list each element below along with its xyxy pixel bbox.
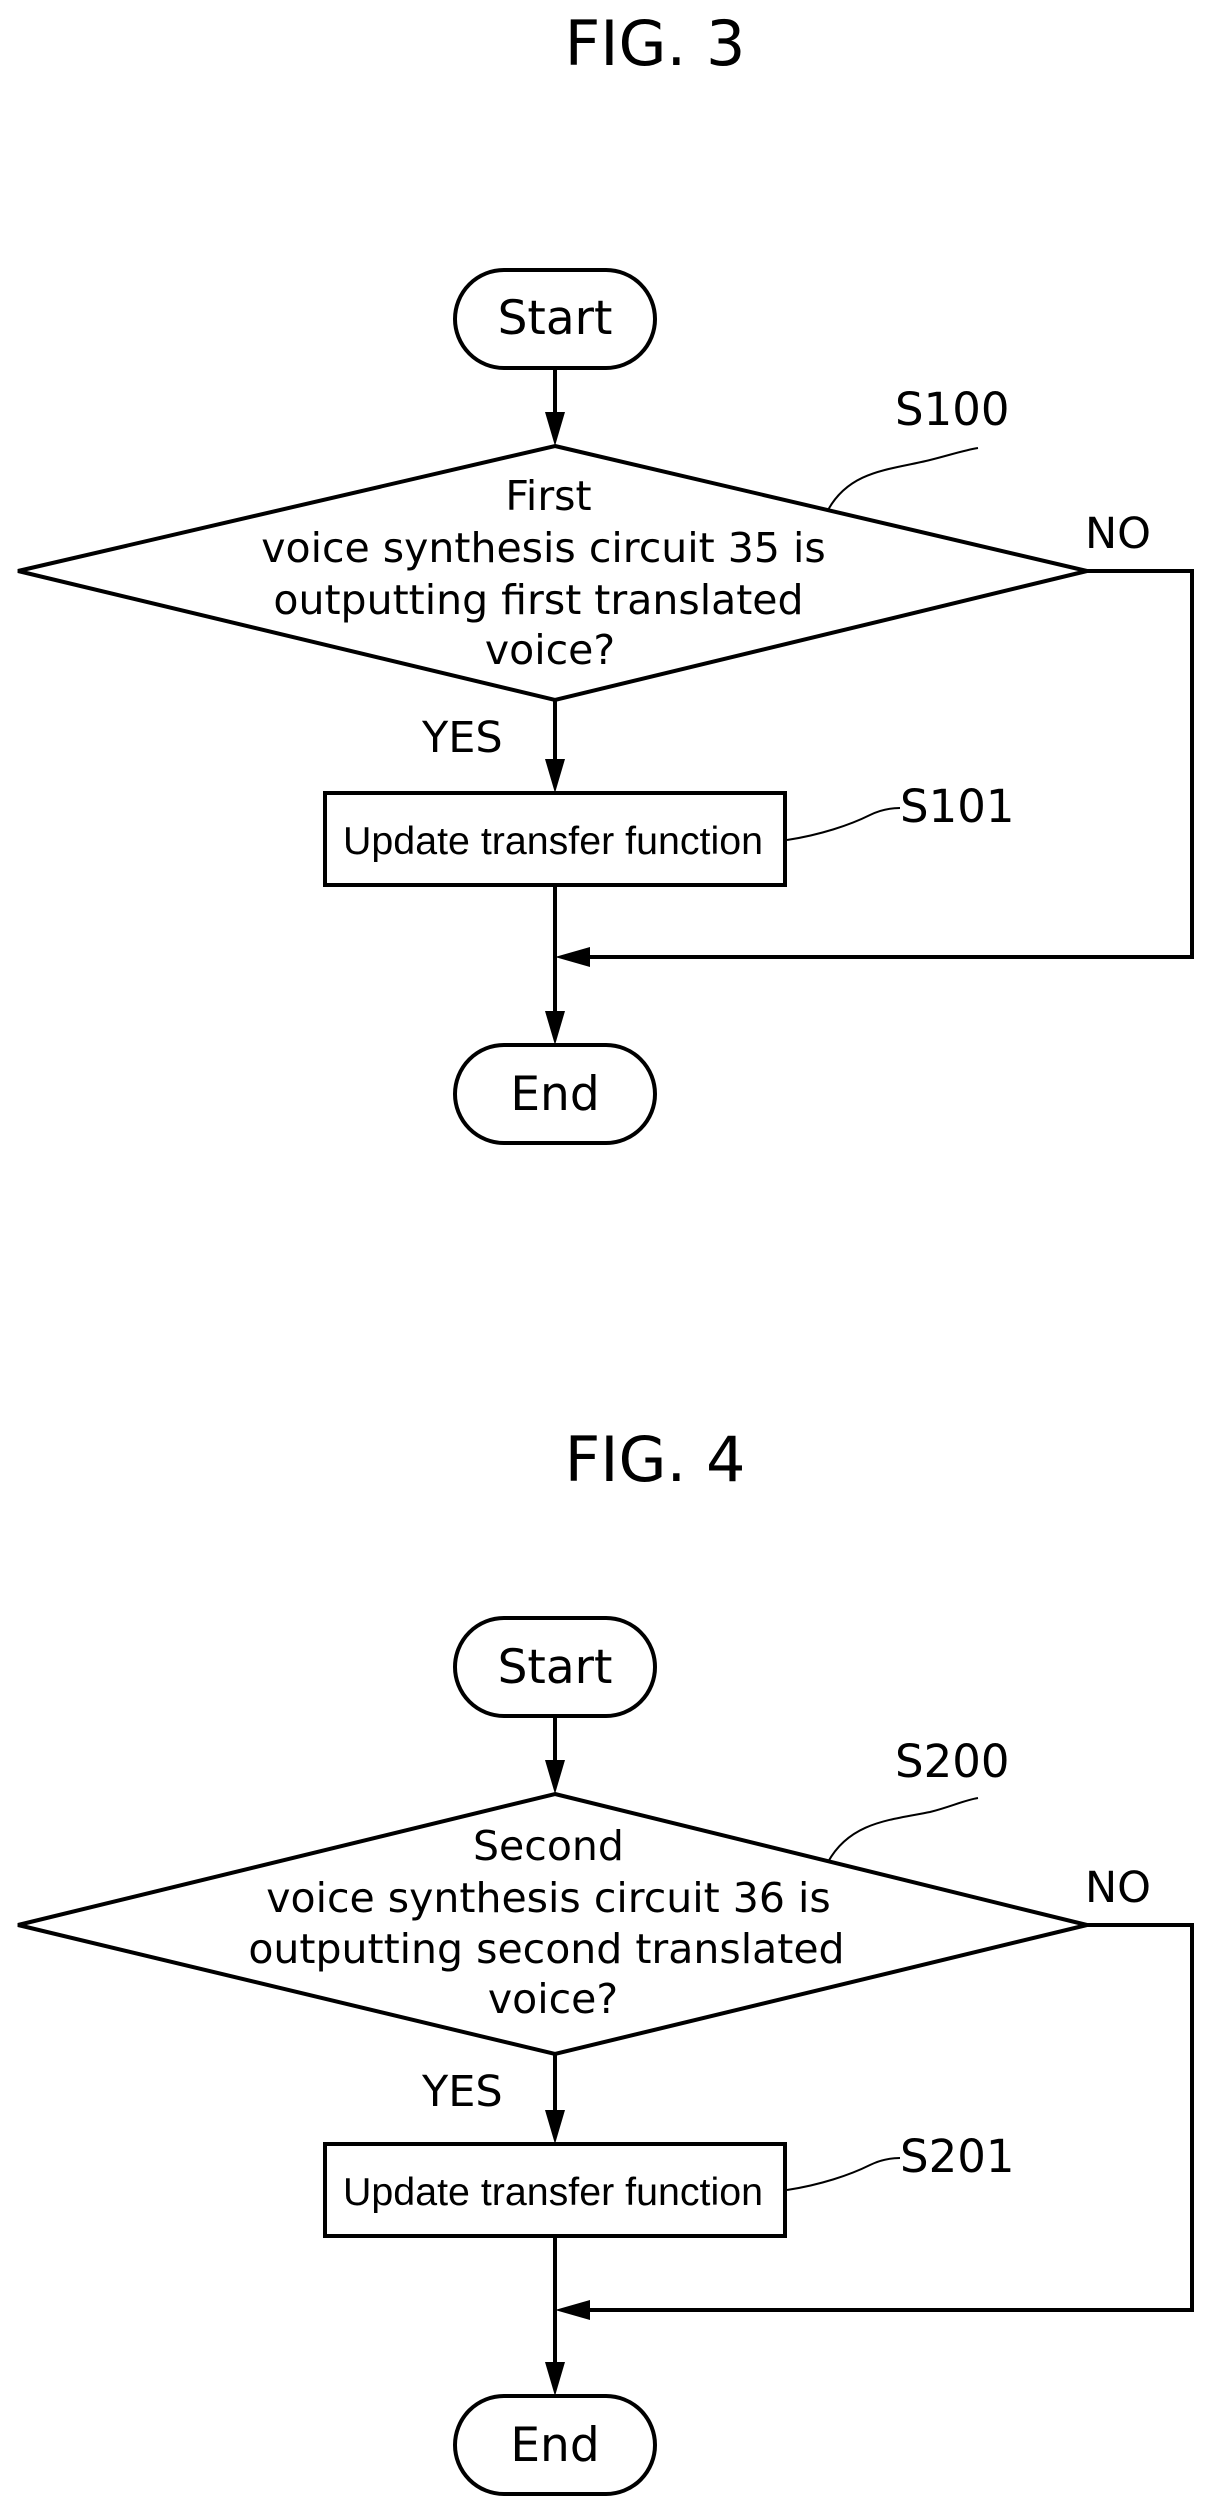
figure-4-decision-line-3: outputting second translated (248, 1925, 844, 1973)
figure-4-start-label: Start (498, 1640, 613, 1695)
figure-4-end-label: End (510, 2418, 599, 2473)
figure-4-s201-leader (787, 2158, 900, 2190)
figure-4-decision-line-2: voice synthesis circuit 36 is (266, 1874, 830, 1922)
figure-4-arrowhead-to-end (545, 2362, 565, 2396)
figure-4-no-label: NO (1085, 1863, 1151, 1913)
figure-3-s100-leader (828, 448, 978, 510)
figure-4-decision-line-4: voice? (488, 1975, 618, 2023)
figure-4-process-label: Update transfer function (343, 2171, 763, 2214)
figure-4-no-branch-arrowhead (555, 2300, 590, 2320)
figure-3-arrowhead-to-end (545, 1011, 565, 1045)
figure-3-no-label: NO (1085, 509, 1151, 559)
figure-3: FIG. 3 Start First voice synthesis circu… (18, 7, 1192, 1143)
figure-3-arrowhead-yes (545, 759, 565, 793)
figure-4: FIG. 4 Start Second voice synthesis circ… (18, 1423, 1192, 2494)
figure-3-arrowhead-start-to-decision (545, 412, 565, 446)
figure-3-step-s101: S101 (900, 780, 1014, 833)
figure-3-decision-line-4: voice? (485, 626, 615, 674)
figure-3-process-label: Update transfer function (343, 820, 763, 863)
figure-4-title: FIG. 4 (565, 1423, 746, 1496)
figure-3-yes-label: YES (421, 713, 503, 763)
figure-3-no-branch-arrowhead (555, 947, 590, 967)
figure-4-arrowhead-yes (545, 2110, 565, 2144)
figure-3-decision-line-1: First (505, 472, 591, 520)
figure-3-decision-line-3: outputting first translated (273, 576, 803, 624)
figure-3-end-label: End (510, 1067, 599, 1122)
figure-4-yes-label: YES (421, 2067, 503, 2117)
figure-3-title: FIG. 3 (565, 7, 746, 80)
figure-3-decision-line-2: voice synthesis circuit 35 is (261, 524, 825, 572)
figure-4-step-s201: S201 (900, 2130, 1014, 2183)
figure-4-arrowhead-start-to-decision (545, 1760, 565, 1794)
figure-3-s101-leader (787, 808, 900, 840)
figure-3-start-label: Start (498, 291, 613, 346)
figure-3-step-s100: S100 (895, 383, 1009, 436)
figure-4-s200-leader (828, 1798, 978, 1862)
figure-4-decision-line-1: Second (473, 1822, 624, 1870)
figure-4-step-s200: S200 (895, 1735, 1009, 1788)
